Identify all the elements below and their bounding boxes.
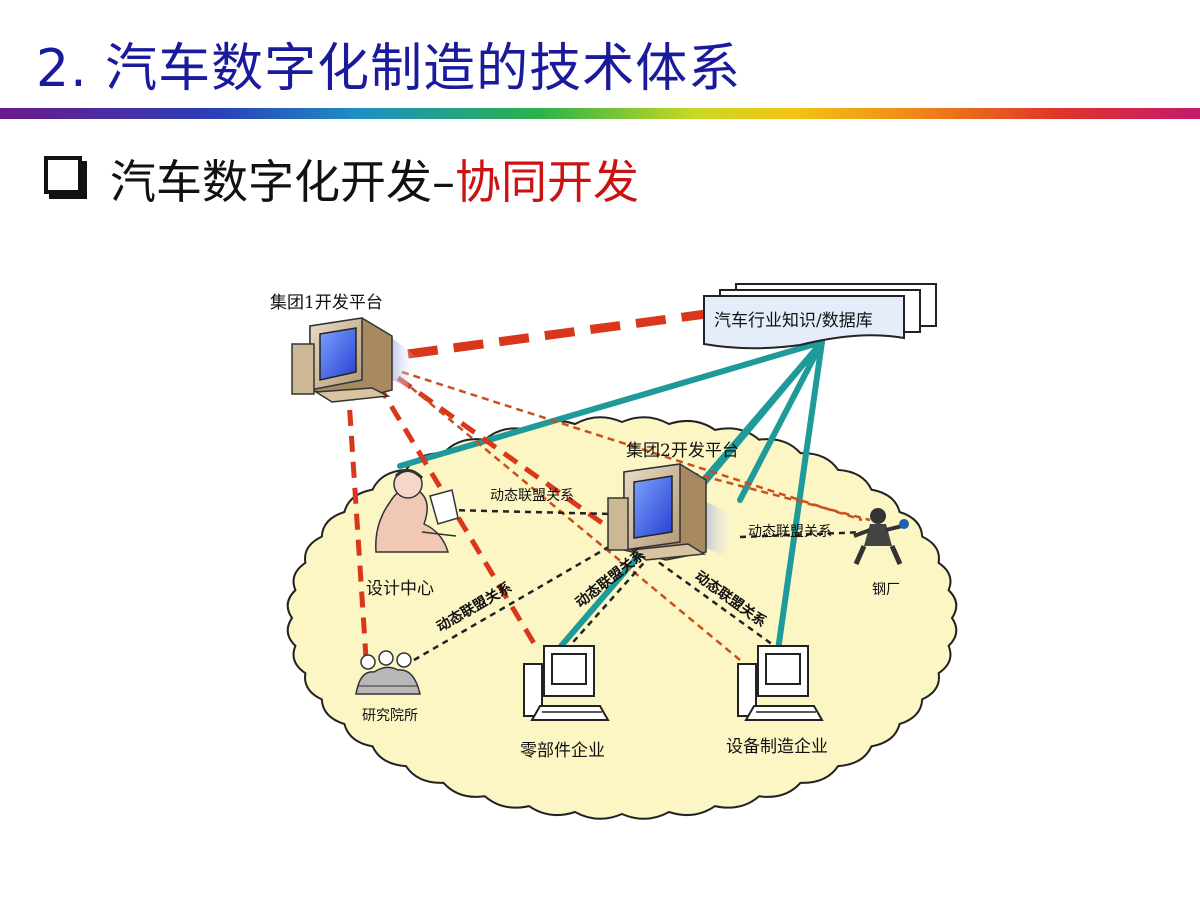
research-label: 研究院所	[362, 708, 418, 724]
alliance-label-right: 动态联盟关系	[748, 524, 832, 540]
group2-computer-icon	[607, 463, 736, 561]
slide-subtitle: 汽车数字化开发–协同开发	[44, 146, 639, 212]
database-icon	[703, 283, 937, 350]
bullet-box-icon	[44, 156, 82, 194]
group2-label: 集团2开发平台	[626, 441, 739, 461]
parts-label: 零部件企业	[520, 741, 605, 761]
subtitle-main: 汽车数字化开发–	[110, 155, 455, 209]
rainbow-divider	[0, 108, 1200, 119]
steel-worker-icon	[853, 508, 909, 566]
designer-person-icon	[375, 469, 459, 553]
group1-links	[345, 375, 614, 659]
alliance-cloud	[286, 416, 958, 820]
alliance-links	[413, 508, 867, 662]
orange-links	[401, 370, 871, 661]
slide-title: 2. 汽车数字化制造的技术体系	[36, 39, 742, 99]
teal-links	[397, 339, 825, 655]
group1-label: 集团1开发平台	[270, 293, 383, 313]
steel-label: 钢厂	[872, 582, 900, 598]
equipment-label: 设备制造企业	[726, 737, 828, 757]
database-label: 汽车行业知识/数据库	[714, 311, 873, 331]
research-group-icon	[355, 650, 421, 695]
group1-db-link	[407, 309, 707, 359]
subtitle-highlight: 协同开发	[455, 155, 639, 209]
design-center-label: 设计中心	[366, 579, 434, 599]
alliance-label-top: 动态联盟关系	[490, 488, 574, 504]
parts-computer-icon	[523, 645, 610, 721]
equipment-computer-icon	[737, 645, 824, 721]
group1-computer-icon	[291, 317, 418, 403]
